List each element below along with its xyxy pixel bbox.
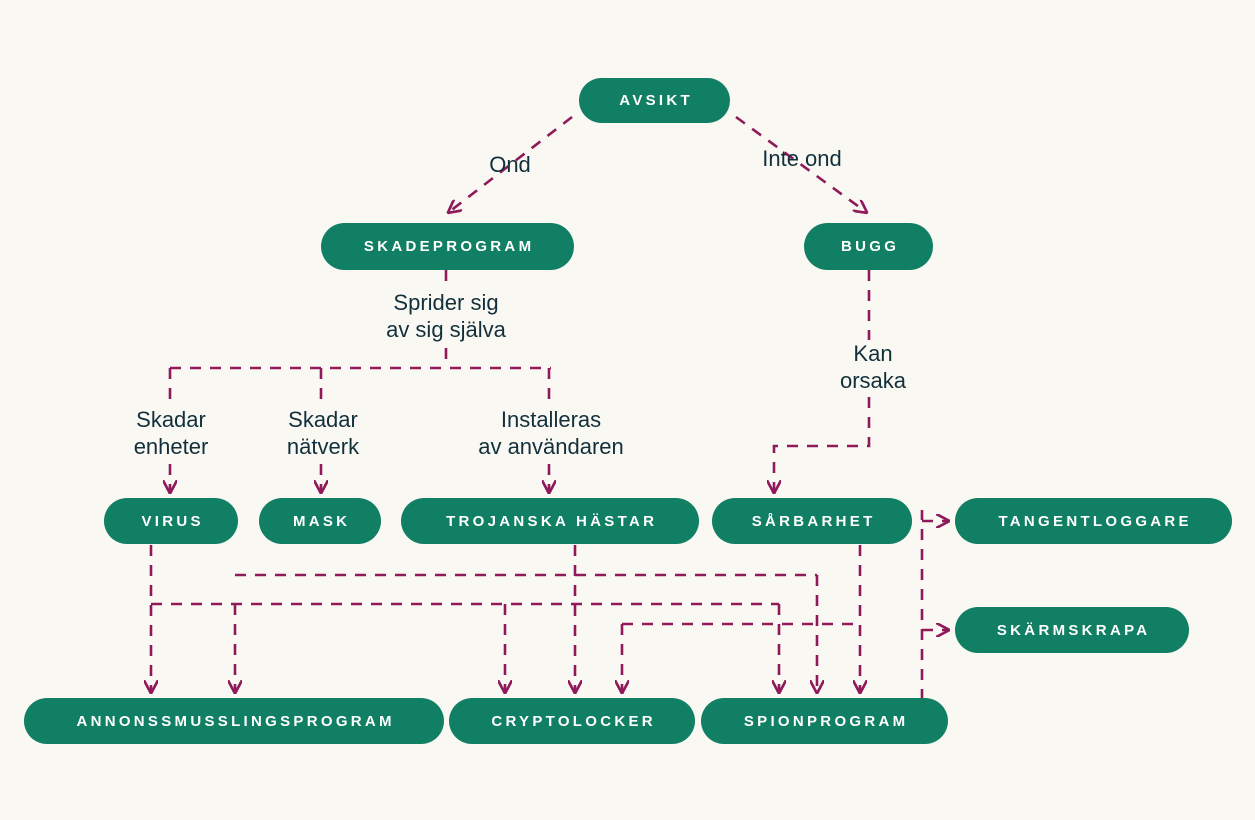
node-skarmskrapa[interactable]: SKÄRMSKRAPA [955, 607, 1189, 653]
node-spionprogram[interactable]: SPIONPROGRAM [701, 698, 948, 744]
node-sarbarhet[interactable]: SÅRBARHET [712, 498, 912, 544]
node-cryptolocker[interactable]: CRYPTOLOCKER [449, 698, 695, 744]
edge-label-skadar-enheter: Skadar enheter [133, 407, 209, 459]
edge-label-inte-ond: Inte ond [762, 146, 842, 171]
edge-bugg-sarbarhet [774, 397, 871, 492]
edge-label-ond: Ond [489, 152, 531, 177]
node-virus[interactable]: VIRUS [104, 498, 238, 544]
node-trojanska-hastar[interactable]: TROJANSKA HÄSTAR [401, 498, 699, 544]
node-skadeprogram[interactable]: SKADEPROGRAM [321, 223, 574, 270]
node-tangentloggare[interactable]: TANGENTLOGGARE [955, 498, 1232, 544]
edge-label-kan-orsaka: Kan orsaka [839, 341, 907, 393]
edge-label-skadar-natverk: Skadar nätverk [286, 407, 360, 459]
node-mask[interactable]: MASK [259, 498, 381, 544]
edge-label-installeras-av-anvandaren: Installeras av användaren [478, 407, 624, 459]
node-avsikt[interactable]: AVSIKT [579, 78, 730, 123]
node-annonssmusslingsprogram[interactable]: ANNONSSMUSSLINGSPROGRAM [24, 698, 444, 744]
node-bugg[interactable]: BUGG [804, 223, 933, 270]
edge-label-sprider-sig: Sprider sig av sig själva [386, 290, 506, 342]
